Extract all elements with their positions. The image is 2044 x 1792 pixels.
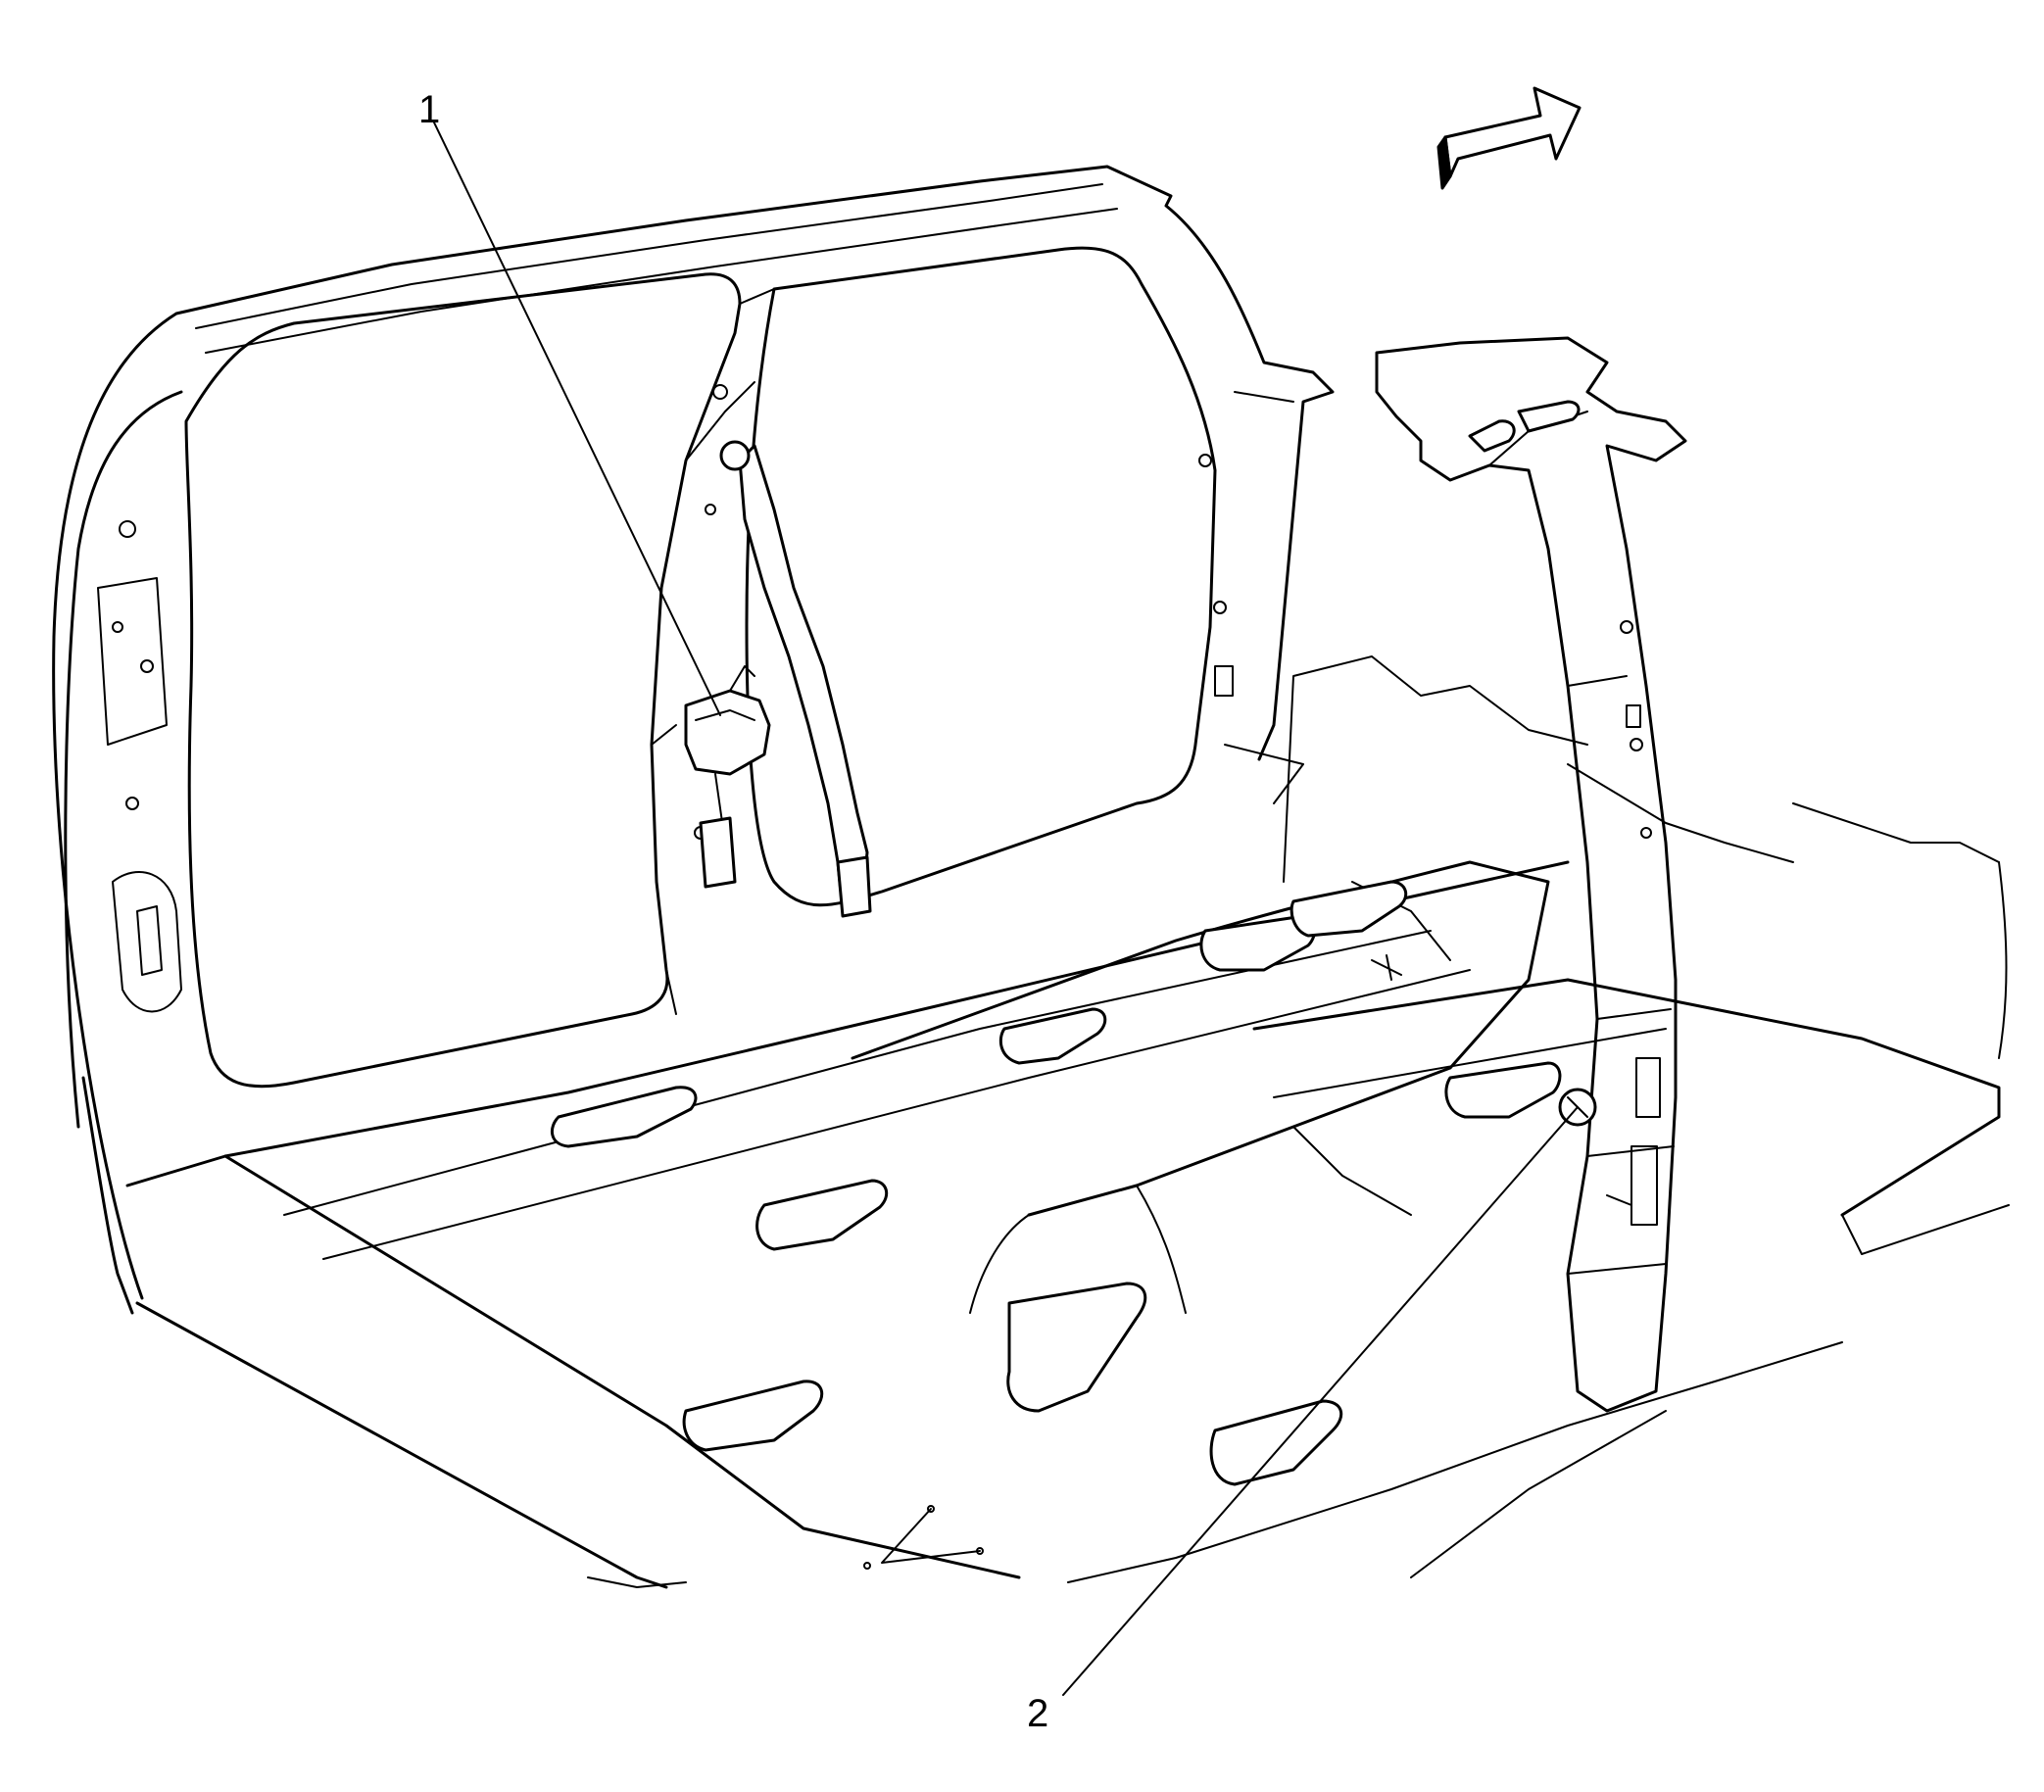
seat-belt-guide [719, 440, 751, 471]
callout-1-leader [433, 121, 721, 716]
seat-belt-webbing [738, 444, 869, 913]
seat-belt-assembly [684, 440, 872, 918]
callout-1: 1 [418, 88, 721, 716]
callout-2-leader [1062, 1106, 1579, 1696]
floor-pan [125, 655, 2010, 1589]
right-pillar [1375, 336, 1687, 1413]
callout-2-label: 2 [1027, 1692, 1048, 1735]
callout-1-label: 1 [418, 88, 440, 131]
seat-belt-retractor [684, 689, 771, 776]
callout-2: 2 [1027, 1106, 1579, 1735]
forward-direction-arrow-icon [1436, 86, 1582, 190]
